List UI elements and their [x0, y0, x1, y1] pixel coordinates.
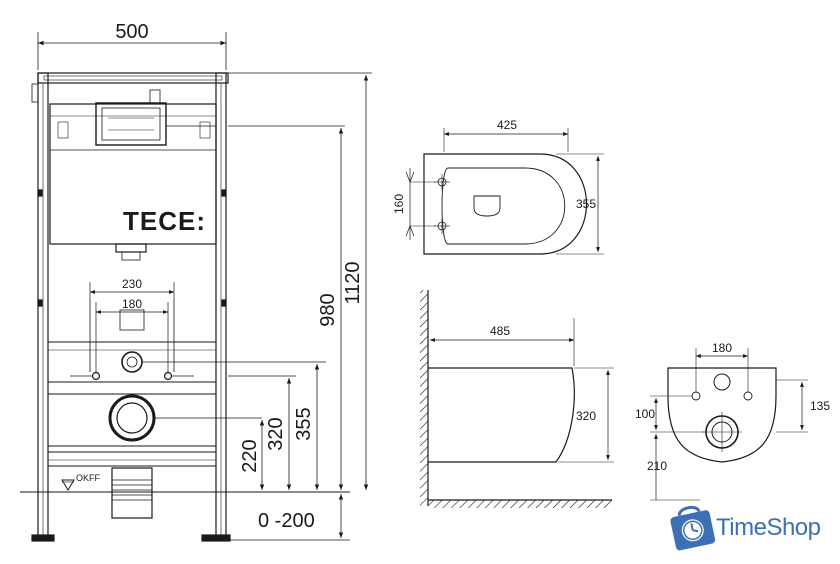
bolt-spacing-label: 180 [122, 297, 142, 311]
bowl-side-height-label: 320 [576, 409, 596, 423]
mid-height-label: 320 [265, 417, 287, 450]
clock-bag-icon [670, 505, 716, 551]
bowl-back-bolt-spacing-label: 180 [712, 341, 732, 355]
total-height-label: 1120 [342, 261, 364, 304]
watermark-brand: TimeShop [716, 514, 821, 541]
bowl-top-hole-spacing-label: 160 [392, 194, 406, 214]
bowl-back-view [650, 348, 808, 501]
frame-width-label: 500 [115, 21, 148, 43]
bowl-top-depth-label: 355 [576, 197, 596, 211]
installation-frame [20, 32, 372, 542]
bowl-top-view [405, 128, 604, 255]
bracket-width-label: 230 [122, 277, 142, 291]
floor-label: OKFF [76, 473, 101, 483]
bowl-side-view [420, 290, 614, 508]
bowl-top-width-label: 425 [497, 118, 517, 132]
bowl-back-height-label: 135 [810, 399, 830, 413]
bowl-back-center-offset-label: 100 [635, 407, 655, 421]
bowl-back-outlet-label: 210 [647, 459, 667, 473]
adjust-range-label: 0 -200 [258, 510, 315, 532]
bowl-side-length-label: 485 [490, 324, 510, 338]
flush-height-label: 355 [293, 407, 315, 440]
brand-plate: TECE: [123, 206, 206, 236]
outlet-height-label: 220 [239, 439, 261, 472]
upper-height-label: 980 [317, 293, 339, 326]
